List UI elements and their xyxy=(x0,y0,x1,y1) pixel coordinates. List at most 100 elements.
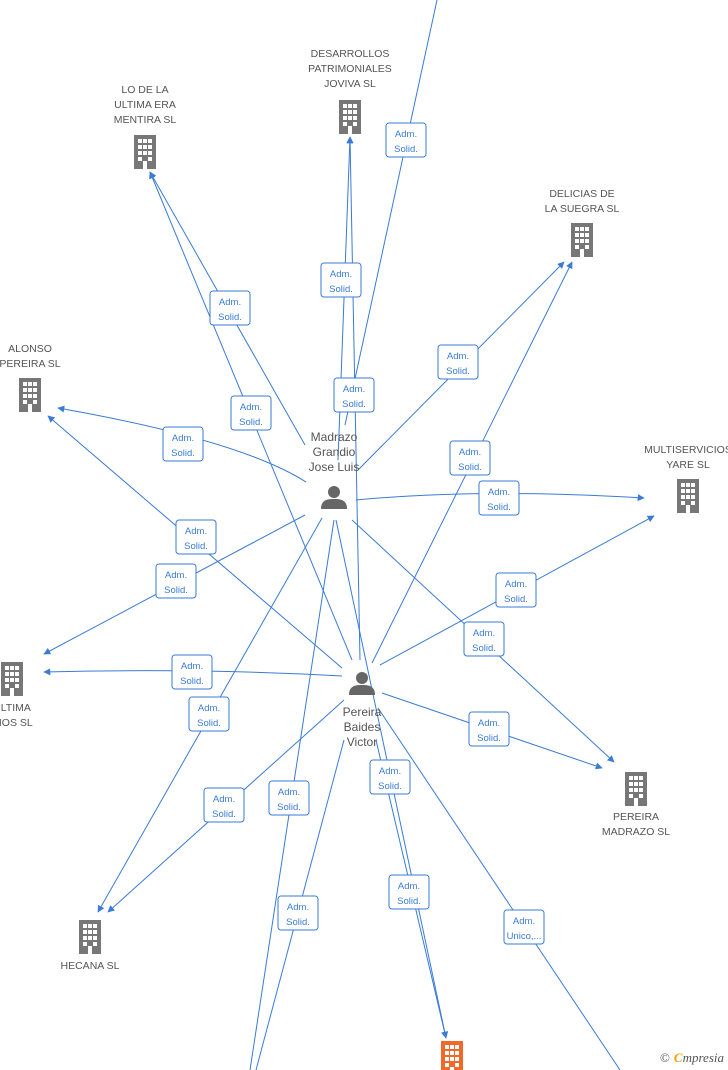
edge-label-text: Adm. xyxy=(488,487,510,498)
edge-label: Adm. Solid. xyxy=(333,377,375,413)
company-name-line: PEREIRA xyxy=(613,811,659,823)
edge-label-text: Solid. xyxy=(286,917,310,928)
edge-label-box xyxy=(478,480,520,516)
company-name-line: ULTIMA ERA xyxy=(114,99,176,111)
person-name-line: Baides xyxy=(344,720,381,734)
edge-label-text: Adm. xyxy=(343,384,365,395)
edge-label-text: Adm. xyxy=(379,766,401,777)
edge-label: Adm.Unico,... xyxy=(503,909,545,945)
building-icon xyxy=(1,662,23,696)
person-name-line: Pereira xyxy=(343,705,382,719)
company-name-line: MULTISERVICIOS xyxy=(644,444,728,456)
edge-label-text: Solid. xyxy=(171,448,195,459)
edge-label-text: Solid. xyxy=(446,366,470,377)
edge-label-text: Solid. xyxy=(472,643,496,654)
company-name-line: HECANA SL xyxy=(61,960,120,972)
edge-label-text: Solid. xyxy=(329,284,353,295)
edge-label: Adm. Solid. xyxy=(203,787,245,823)
edge-label-box xyxy=(369,759,411,795)
edge-label-box xyxy=(449,440,491,476)
edge-label-text: Adm. xyxy=(395,129,417,140)
edge xyxy=(344,0,438,426)
company-name-line: MENTIRA SL xyxy=(114,114,177,126)
building-icon xyxy=(19,378,41,412)
person-name-line: Madrazo xyxy=(311,430,358,444)
edge-label: Adm.Solid. xyxy=(463,621,505,657)
edge-label: Adm. Solid. xyxy=(188,696,230,732)
edge-label-text: Adm. xyxy=(287,902,309,913)
building-icon xyxy=(571,223,593,257)
copyright-symbol: © xyxy=(660,1050,670,1065)
edge-label: Adm.Solid. xyxy=(320,262,362,298)
edge-label-text: Solid. xyxy=(487,502,511,513)
edge-label-text: Adm. xyxy=(181,661,203,672)
edge-label-box xyxy=(277,895,319,931)
edge-label-box xyxy=(333,377,375,413)
edge-label-text: Adm. xyxy=(478,718,500,729)
edge-label-text: Solid. xyxy=(180,676,204,687)
person-name-line: Grandio xyxy=(313,445,356,459)
brand-logo: ©Cmpresia xyxy=(660,1050,724,1066)
edge-label-text: Solid. xyxy=(197,718,221,729)
edge-label-box xyxy=(155,563,197,599)
edge-label: Adm. Solid. xyxy=(385,122,427,158)
brand-initial: C xyxy=(673,1050,683,1065)
company-name-line: DELICIAS DE xyxy=(549,188,614,200)
company-name-line: JOVIVA SL xyxy=(324,78,376,90)
edge-label: Adm.Solid. xyxy=(230,395,272,431)
edge-label-box xyxy=(171,654,213,690)
company-node-bottom[interactable] xyxy=(441,1041,463,1070)
edge-label-text: Adm. xyxy=(165,570,187,581)
brand-name: mpresia xyxy=(682,1050,724,1065)
building-icon xyxy=(134,135,156,169)
edge-label-text: Solid. xyxy=(394,144,418,155)
edge-label: Adm.Solid. xyxy=(495,572,537,608)
edge-label-text: Solid. xyxy=(218,312,242,323)
edge-label-text: Solid. xyxy=(378,781,402,792)
edge-label: Adm. Solid. xyxy=(369,759,411,795)
edge-label-text: Adm. xyxy=(213,794,235,805)
edge-label-box xyxy=(209,290,251,326)
edge-label-box xyxy=(175,519,217,555)
edge-label: Adm. Solid. xyxy=(171,654,213,690)
company-node-ultima[interactable]: ULTIMADIOS SL xyxy=(0,662,33,729)
company-name-line: PATRIMONIALES xyxy=(308,63,392,75)
company-node-lodela[interactable]: LO DE LA ULTIMA ERA MENTIRA SL xyxy=(114,84,177,169)
edge-label-box xyxy=(385,122,427,158)
building-icon xyxy=(677,479,699,513)
person-icon xyxy=(321,486,347,509)
edge-label-text: Solid. xyxy=(212,809,236,820)
edge-label-text: Solid. xyxy=(342,399,366,410)
person-name-line: Jose Luis xyxy=(309,460,360,474)
edge-label: Adm.Solid. xyxy=(468,711,510,747)
company-name-line: LO DE LA xyxy=(121,84,168,96)
edge-label: Adm. Solid. xyxy=(478,480,520,516)
company-name-line: ULTIMA xyxy=(0,702,31,714)
edge-label-text: Solid. xyxy=(504,594,528,605)
edge-label-box xyxy=(230,395,272,431)
edge-label-text: Adm. xyxy=(459,447,481,458)
edge-label-text: Unico,... xyxy=(507,931,542,942)
edge-label-text: Adm. xyxy=(447,351,469,362)
edge-label-text: Adm. xyxy=(198,703,220,714)
edge-label-box xyxy=(162,426,204,462)
edge-label-text: Solid. xyxy=(184,541,208,552)
company-node-hecana[interactable]: HECANA SL xyxy=(61,920,120,972)
edge-label-text: Solid. xyxy=(164,585,188,596)
edge-label-box xyxy=(268,780,310,816)
edge-label-text: Adm. xyxy=(219,297,241,308)
edge-label-box xyxy=(468,711,510,747)
edge-label-box xyxy=(320,262,362,298)
edge-label: Adm. Solid. xyxy=(437,344,479,380)
edge-label-text: Adm. xyxy=(172,433,194,444)
edge xyxy=(377,707,621,1070)
